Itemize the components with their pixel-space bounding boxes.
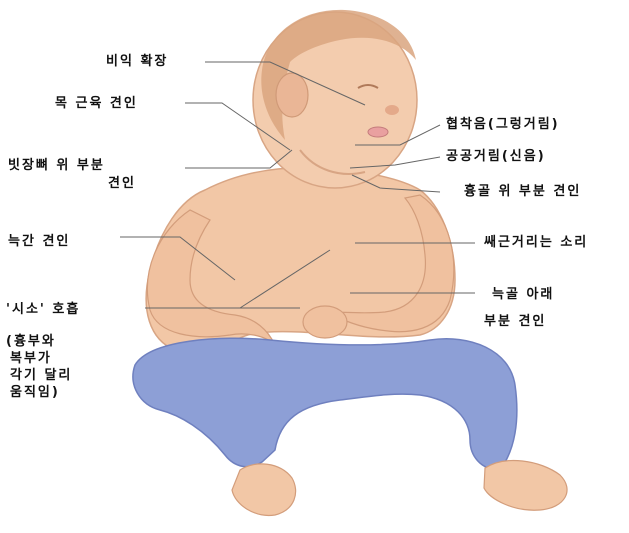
mouth [368,127,388,137]
label-neck-muscle-retraction: 목 근육 견인 [55,96,138,112]
ear [276,73,308,117]
label-seesaw-note-line3: 각기 달리 [10,368,72,384]
label-suprasternal-retraction: 흉골 위 부분 견인 [464,184,581,200]
label-supraclavicular-retraction-line2: 견인 [108,176,136,192]
hand [303,306,347,338]
label-seesaw-note-line1: (흉부와 [6,334,56,350]
label-nasal-flaring: 비익 확장 [106,54,168,70]
pants [133,338,517,470]
right-foot [484,461,567,511]
left-foot [232,464,296,516]
label-subcostal-retraction-line2: 부분 견인 [484,314,546,330]
label-grunting: 공공거림(신음) [446,149,546,165]
label-stridor: 협착음(그렁거림) [446,117,560,133]
label-subcostal-retraction-line1: 늑골 아래 [492,287,554,303]
label-intercostal-retraction: 늑간 견인 [8,234,70,250]
child-figure [133,10,567,516]
label-wheezing: 쌔근거리는 소리 [484,235,588,251]
nose [385,105,399,115]
label-supraclavicular-retraction-line1: 빗장뼈 위 부분 [8,158,105,174]
label-seesaw-breathing: '시소' 호흡 [6,302,80,318]
label-seesaw-note-line4: 움직임) [10,385,60,401]
label-seesaw-note-line2: 복부가 [10,351,52,367]
